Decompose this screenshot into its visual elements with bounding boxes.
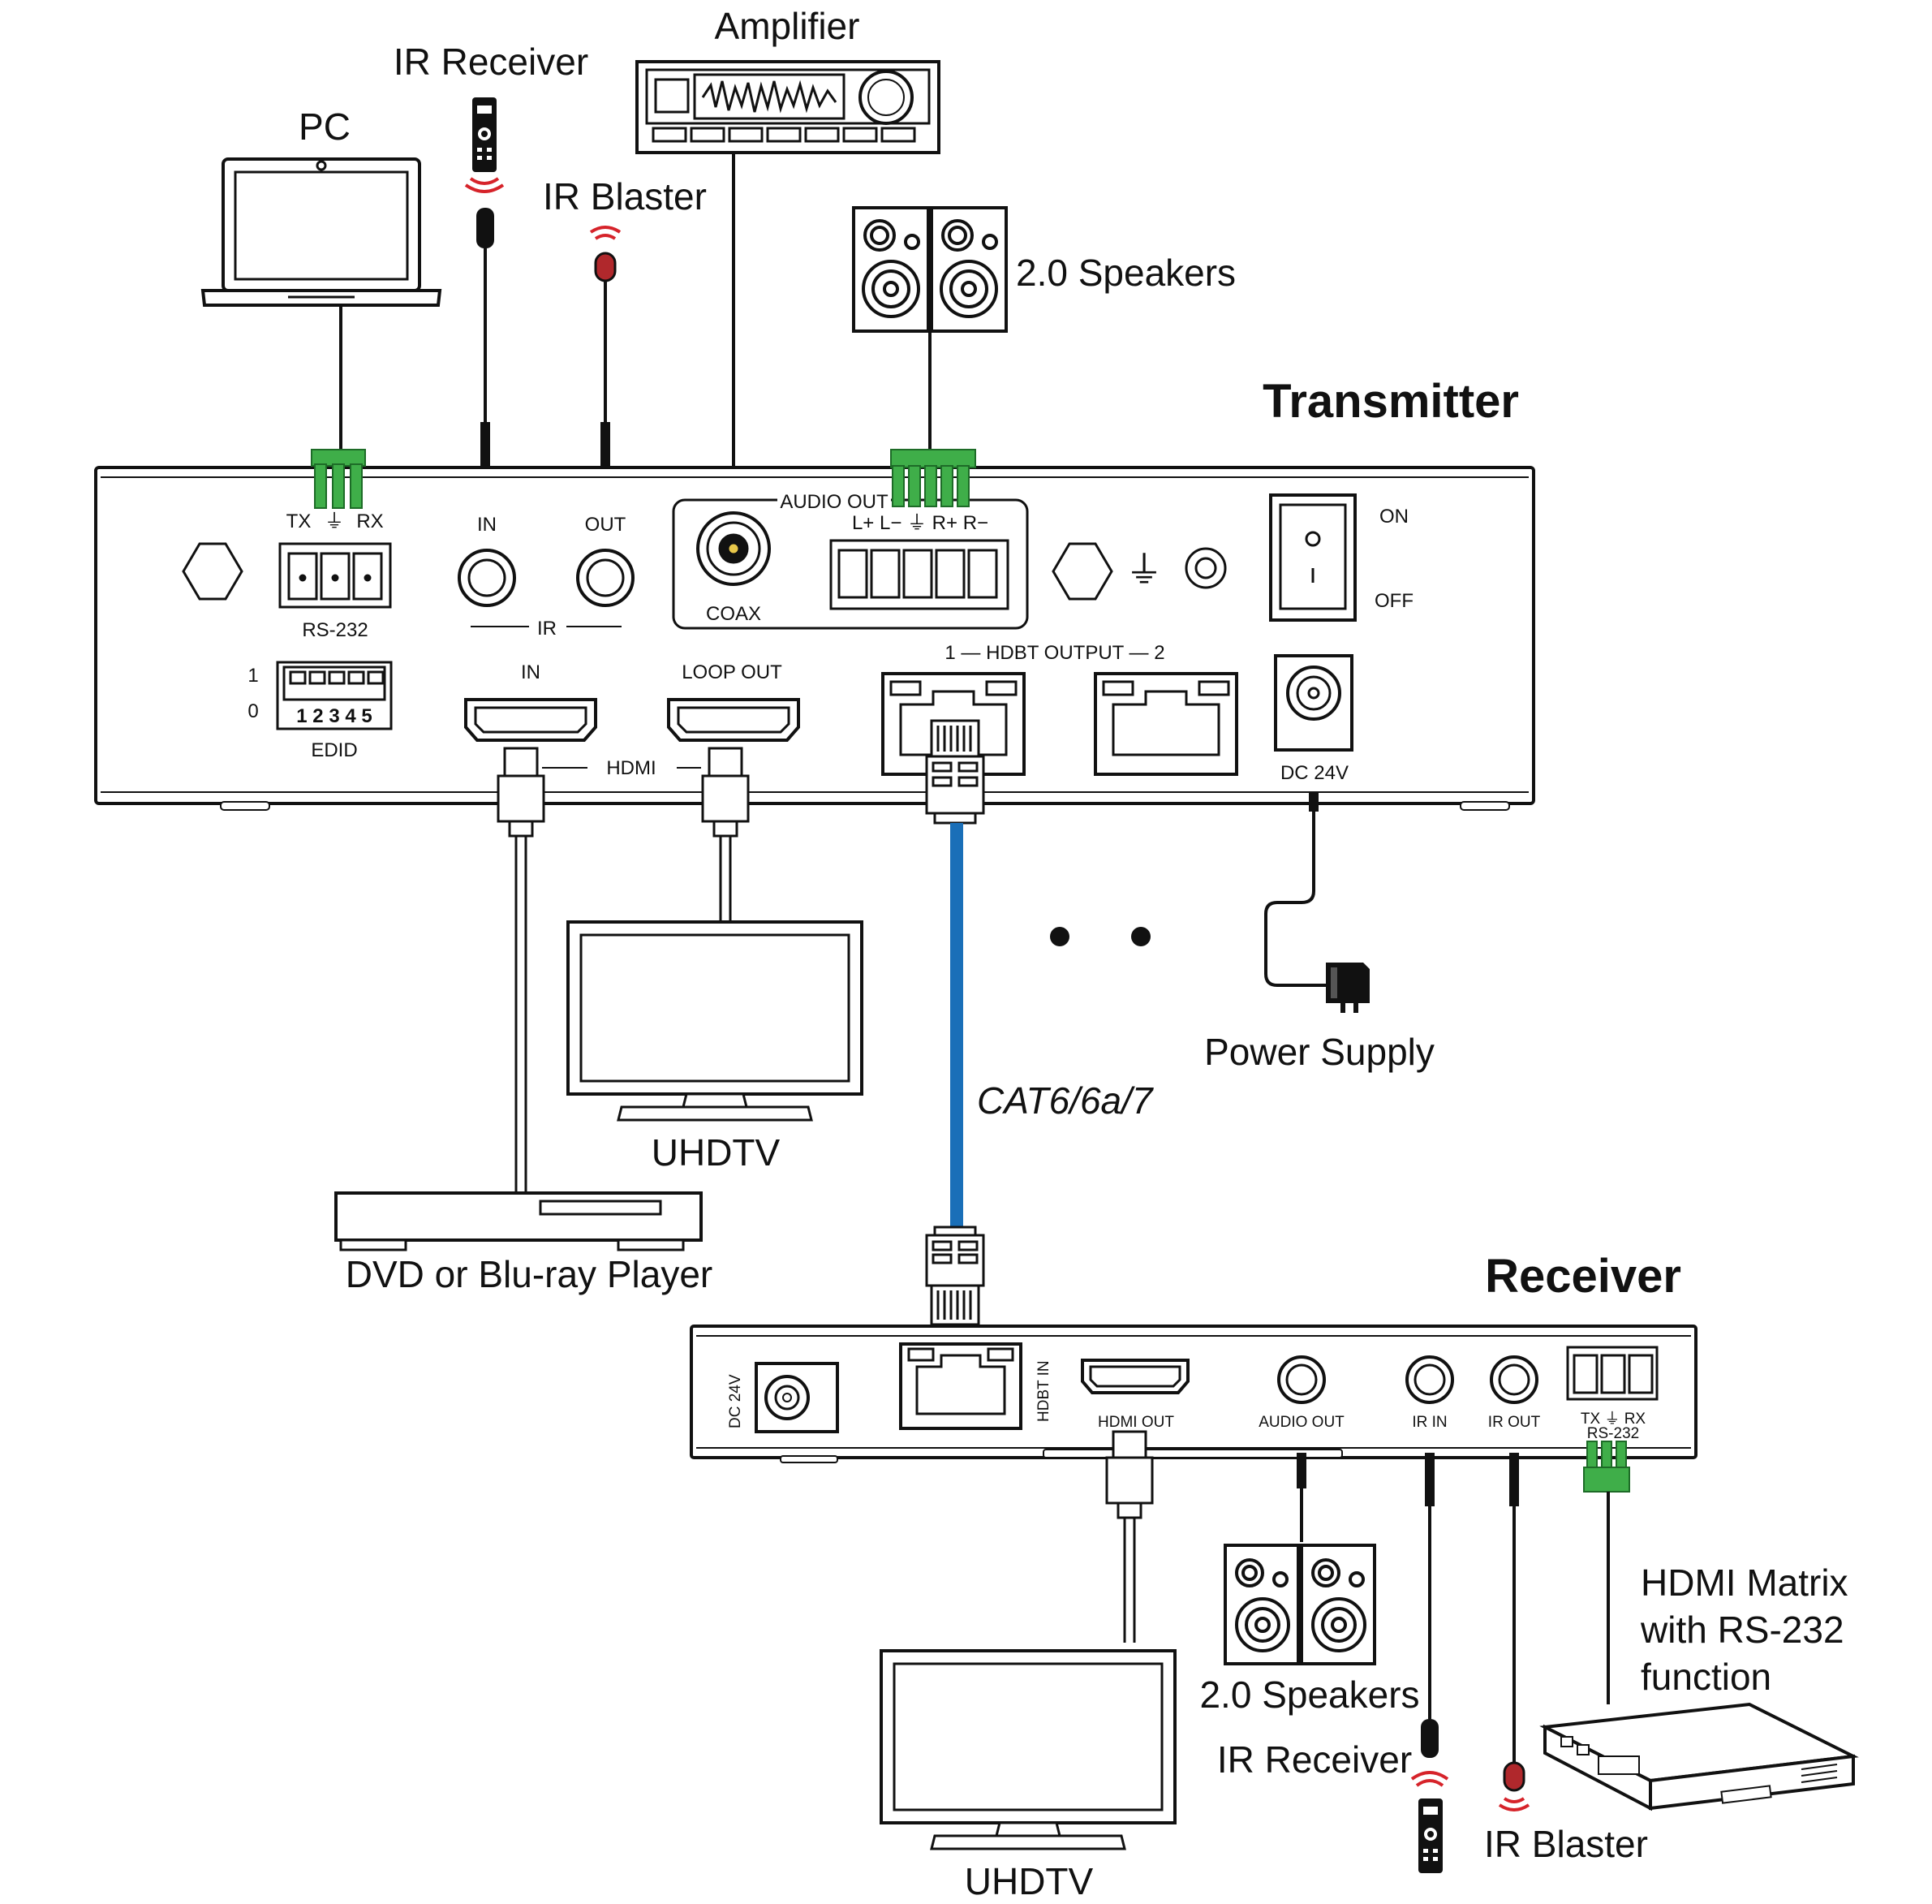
matrix-label-line3: function [1641, 1656, 1771, 1698]
ir-receiver-top-remote [464, 97, 505, 193]
tx-edid-1-label: 1 [247, 665, 258, 687]
dot-2 [1131, 927, 1151, 946]
tx-audio-out-label: AUDIO OUT [780, 491, 889, 513]
uhdtv-bottom [880, 1649, 1177, 1850]
tx-switch-off-label: OFF [1375, 590, 1414, 612]
cat-cable-label: CAT6/6a/7 [977, 1079, 1154, 1122]
rx-ir-out-label: IR OUT [1488, 1414, 1541, 1431]
matrix-label-line1: HDMI Matrix [1641, 1562, 1848, 1604]
ir-receiver-bottom-sensor [1421, 1719, 1439, 1758]
speakers-bottom [1224, 1544, 1376, 1665]
matrix-label-line2: with RS-232 [1640, 1609, 1844, 1651]
rx-hdmi-out-port[interactable] [1081, 1359, 1190, 1394]
ir-receiver-bottom-label: IR Receiver [1217, 1738, 1412, 1781]
rx-ir-out-jack[interactable] [1490, 1355, 1538, 1404]
receiver-unit [690, 1325, 1697, 1463]
speakers-top [852, 206, 1008, 333]
pc-label: PC [299, 106, 351, 148]
tx-hdmi-label: HDMI [606, 757, 656, 779]
rx-ir-in-label: IR IN [1412, 1414, 1447, 1431]
rx-rs232-label: RS-232 [1587, 1425, 1639, 1442]
uhdtv-top-label: UHDTV [652, 1131, 781, 1174]
receiver-title: Receiver [1485, 1250, 1681, 1303]
tx-hdmi-in-port[interactable] [464, 698, 597, 742]
ir-receiver-top-sensor [476, 208, 494, 248]
chassis-ground-icon: ⏚ [1125, 549, 1163, 591]
transmitter-rs232-terminal[interactable] [311, 449, 366, 509]
speakers-top-label: 2.0 Speakers [1016, 252, 1236, 294]
tx-audio-port[interactable] [829, 539, 1009, 610]
pc-laptop [200, 157, 442, 307]
transmitter-title: Transmitter [1263, 375, 1519, 428]
uhdtv-top [566, 920, 863, 1122]
ground-icon: ⏚ [325, 510, 344, 532]
tx-ir-out-label: OUT [585, 514, 626, 536]
tx-ir-out-jack[interactable] [576, 549, 635, 607]
tx-edid-label: EDID [311, 739, 357, 761]
tx-rs232-port[interactable] [278, 542, 392, 609]
tx-hdmi-loop-label: LOOP OUT [682, 661, 782, 683]
ir-receiver-top-label: IR Receiver [394, 41, 588, 83]
amplifier-label: Amplifier [715, 5, 860, 47]
rx-hdbt-in-port[interactable] [899, 1342, 1022, 1430]
tx-dc-jack[interactable] [1274, 654, 1353, 752]
tx-hdbt-output-label: 1 — HDBT OUTPUT — 2 [944, 642, 1164, 664]
rx-hdmi-out-label: HDMI OUT [1098, 1414, 1174, 1431]
tx-coax-label: COAX [706, 603, 761, 625]
tx-coax-jack[interactable] [696, 511, 771, 586]
tx-rj45-plug [925, 719, 985, 825]
tx-rs232-rx-label: RX [356, 510, 383, 532]
tx-hdmi-loop-plug [701, 747, 750, 838]
speakers-bottom-label: 2.0 Speakers [1199, 1674, 1419, 1716]
tx-edid-dip-switch[interactable] [276, 661, 393, 730]
rx-hdmi-plug [1105, 1430, 1154, 1519]
tx-rs232-label: RS-232 [302, 619, 368, 641]
rx-audio-out-jack[interactable] [1277, 1355, 1326, 1404]
tx-switch-on-label: ON [1379, 506, 1409, 528]
cat-cable [950, 823, 963, 1238]
tx-ir-in-label: IN [477, 514, 497, 536]
ir-blaster-top-emitter [589, 226, 622, 282]
dvd-player [334, 1191, 703, 1251]
rx-dc-jack[interactable] [755, 1362, 839, 1433]
tx-edid-0-label: 0 [247, 700, 258, 722]
amplifier-device [635, 60, 940, 154]
tx-hdmi-loop-port[interactable] [667, 698, 800, 742]
tx-ir-in-jack[interactable] [458, 549, 516, 607]
rx-dc-label: DC 24V [727, 1374, 744, 1428]
tx-hdbt-port-2[interactable] [1094, 672, 1238, 776]
rx-ir-in-jack[interactable] [1405, 1355, 1454, 1404]
dot-1 [1050, 927, 1069, 946]
rx-rs232-pins-label: TX ⏚ RX [1581, 1411, 1646, 1428]
ir-blaster-bottom-emitter [1498, 1761, 1530, 1811]
uhdtv-bottom-label: UHDTV [965, 1860, 1094, 1902]
tx-dc-label: DC 24V [1280, 762, 1349, 784]
tx-edid-numbers: 1 2 3 4 5 [296, 705, 372, 727]
power-supply-label: Power Supply [1204, 1031, 1435, 1073]
tx-hdmi-in-label: IN [521, 661, 540, 683]
rx-rs232-port[interactable] [1566, 1346, 1659, 1401]
dvd-player-label: DVD or Blu-ray Player [346, 1253, 712, 1295]
ir-blaster-bottom-label: IR Blaster [1484, 1823, 1648, 1865]
power-adapter [1326, 963, 1370, 1013]
rx-audio-out-label: AUDIO OUT [1259, 1414, 1345, 1431]
ir-blaster-top-label: IR Blaster [543, 175, 707, 218]
rx-rj45-plug [925, 1226, 985, 1326]
tx-audio-pins-label: L+ L− ⏚ R+ R− [852, 512, 988, 534]
tx-hdmi-in-plug [497, 747, 545, 838]
rx-hdbt-in-label: HDBT IN [1035, 1360, 1052, 1422]
ground-screw-icon [1185, 547, 1227, 589]
tx-rs232-tx-label: TX [286, 510, 312, 532]
tx-ir-label: IR [537, 618, 557, 640]
rx-rs232-terminal[interactable] [1583, 1441, 1630, 1493]
ir-receiver-bottom-remote [1410, 1771, 1449, 1873]
hdmi-matrix-device [1539, 1702, 1859, 1811]
tx-audio-terminal[interactable] [890, 449, 976, 507]
tx-power-switch[interactable] [1269, 493, 1357, 622]
transmitter-unit [94, 466, 1535, 811]
